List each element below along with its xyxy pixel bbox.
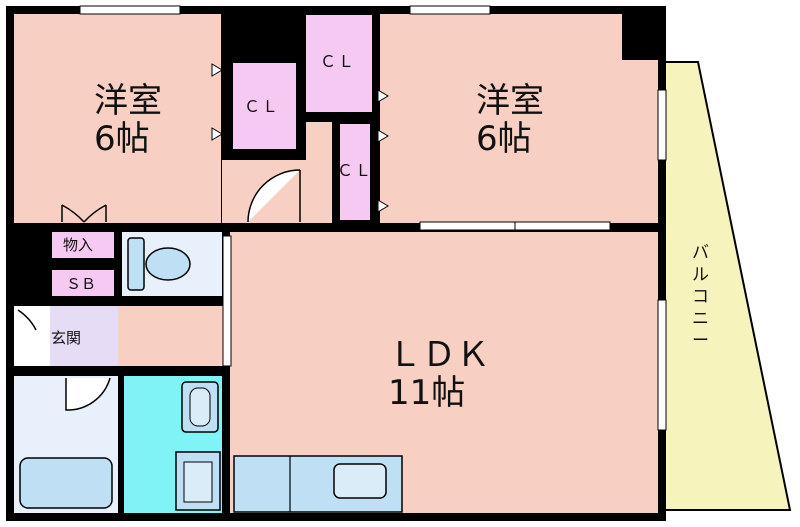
bathtub [19,457,113,509]
toilet-bowl [145,247,191,281]
hallway-lower [118,306,230,366]
balcony-char: バ [692,243,709,263]
closet-right-bottom [340,124,370,220]
toilet-tank [127,237,145,291]
window-balcony-lower [657,299,667,431]
balcony [664,61,792,511]
closet-right-top [306,15,372,112]
washbasin-inner [189,387,211,427]
ldk-size: 11帖 [388,373,465,413]
window-balcony-upper [657,89,667,161]
entrance-floor [50,306,118,366]
western-room-left-size: 6帖 [94,119,150,159]
shoe-box-label: ＳＢ [66,275,96,293]
western-room-right-name: 洋室 [476,81,544,121]
western-room-left-name: 洋室 [94,81,162,121]
balcony-char: コ [692,287,709,307]
closet-door-marks [211,63,389,213]
balcony-label: バ ル コ ニ ー [692,243,709,351]
storage-label: 物入 [63,236,93,254]
balcony-char: ニ [692,309,709,329]
window-top-left [79,5,181,15]
western-room-right [380,14,622,223]
entrance-label: 玄関 [51,329,81,347]
closet-left-label: ＣＬ [244,97,280,116]
closet-left [233,63,296,149]
shoe-box [52,270,114,296]
closet-right-bottom-label: ＣＬ [337,161,373,180]
sliding-door-ldk [222,235,232,367]
western-room-left [14,14,221,223]
western-room-right-extension [622,60,658,223]
hallway-strip [306,122,332,223]
balcony-char: ー [692,331,709,351]
ldk-name: ＬＤＫ [388,335,490,375]
balcony-char: ル [692,265,709,285]
storage-mono-ire [52,232,114,258]
doors [17,169,301,411]
washing-machine-drain [183,461,213,503]
western-room-right-size: 6帖 [476,119,532,159]
closet-right-top-label: ＣＬ [320,52,356,71]
kitchen-sink [333,463,387,499]
window-top-right [409,5,491,15]
